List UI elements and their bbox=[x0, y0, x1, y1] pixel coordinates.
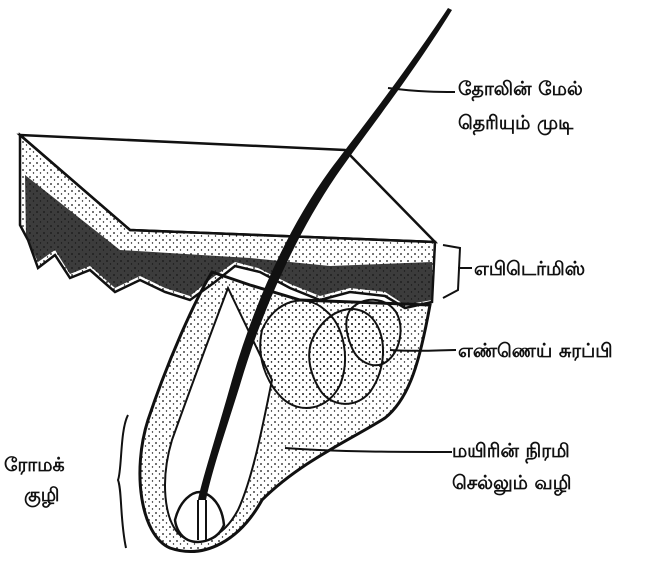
label-hair-root-line1: ரோமக் bbox=[4, 452, 65, 478]
label-oil-gland: எண்ணெய் சுரப்பி bbox=[458, 338, 613, 364]
label-hair-root: ரோமக் குழி bbox=[4, 452, 65, 508]
bracket-hair-root bbox=[118, 415, 128, 548]
label-hair-root-line2: குழி bbox=[24, 482, 65, 508]
label-surface-hair-line1: தோலின் மேல் bbox=[458, 76, 583, 102]
leader-oil-gland bbox=[390, 350, 456, 351]
label-nerve-path: மயிரின் நிரமி செல்லும் வழி bbox=[452, 438, 571, 496]
label-nerve-path-line2: செல்லும் வழி bbox=[452, 470, 571, 496]
leader-surface bbox=[388, 88, 455, 92]
label-surface-hair-line2: தெரியும் முடி bbox=[458, 110, 583, 136]
leader-epidermis bbox=[443, 245, 472, 298]
label-surface-hair: தோலின் மேல் தெரியும் முடி bbox=[458, 76, 583, 136]
label-nerve-path-line1: மயிரின் நிரமி bbox=[452, 438, 571, 464]
label-epidermis: எபிடெர்மிஸ் bbox=[474, 256, 585, 282]
